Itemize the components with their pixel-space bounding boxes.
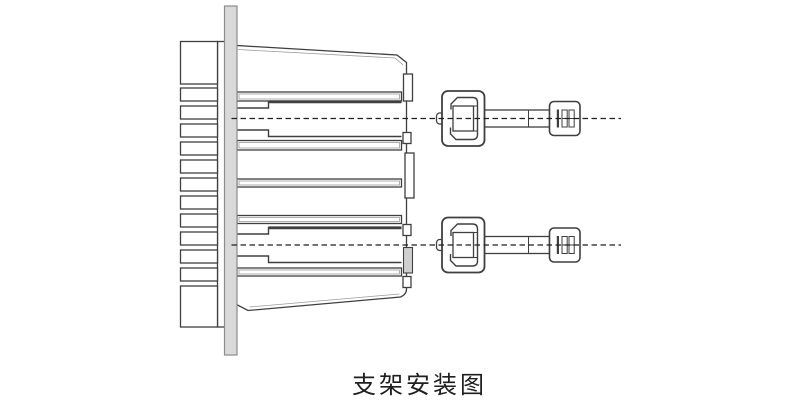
side-latch: [404, 152, 415, 199]
terminal-block: [179, 40, 219, 85]
terminal-block: [179, 231, 219, 246]
side-latch: [402, 73, 414, 102]
terminal-block: [179, 267, 219, 282]
case-outline: [235, 44, 408, 312]
terminal-block-stack: [179, 40, 226, 328]
figure-caption: 支架安装图: [352, 373, 487, 399]
rail-end: [402, 131, 412, 145]
terminal-block: [179, 195, 219, 210]
mounting-panel: [223, 5, 238, 356]
rail-end: [402, 275, 412, 289]
side-latch: [402, 246, 414, 274]
terminal-block: [179, 105, 219, 120]
case-front-bezel: [216, 40, 226, 328]
terminal-block: [179, 87, 219, 102]
case-top-inner-line: [237, 49, 404, 66]
meter-body: [235, 44, 415, 312]
bracket-slot-bottom: [237, 226, 402, 264]
terminal-block: [179, 159, 219, 174]
terminal-block: [179, 213, 219, 228]
terminal-block: [179, 177, 219, 192]
terminal-block: [179, 123, 219, 138]
bracket-slot-top: [237, 100, 402, 138]
rail-end: [402, 223, 412, 237]
case-bottom-inner-line: [249, 293, 400, 308]
terminal-block: [179, 285, 219, 328]
terminal-block: [179, 249, 219, 264]
terminal-block: [179, 141, 219, 156]
